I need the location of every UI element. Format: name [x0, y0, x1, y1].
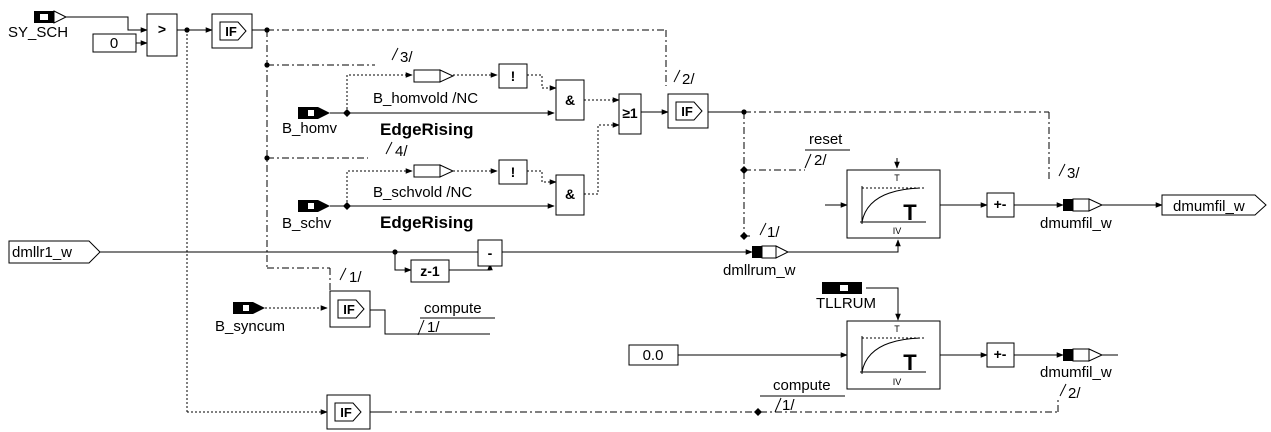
svg-text:!: !	[511, 164, 516, 180]
svg-text:0.0: 0.0	[643, 347, 664, 364]
svg-text:IV: IV	[893, 377, 902, 387]
seq-marker: 2/	[682, 71, 695, 88]
dmllrum-buffer	[752, 245, 790, 259]
sign-block-lower: +-	[986, 342, 1015, 368]
signal-lines	[66, 16, 1163, 415]
not-block-schv: !	[498, 159, 528, 185]
input-label: dmllr1_w	[12, 244, 72, 261]
schvold-buffer	[413, 164, 455, 178]
and-block-homv: &	[555, 79, 585, 121]
if-block-syncum: IF	[329, 290, 371, 328]
svg-text:&: &	[565, 186, 575, 202]
seq-marker: 3/	[400, 49, 413, 66]
if-block-top: IF	[211, 13, 253, 49]
subtract-block: -	[477, 239, 503, 267]
lowpass-filter-upper: T T IV	[846, 169, 941, 239]
dmumfil-buffer-lower	[1063, 348, 1104, 362]
label-b-homvold: B_homvold /NC	[373, 90, 478, 107]
svg-text:IF: IF	[340, 405, 352, 420]
svg-text:≥1: ≥1	[622, 105, 638, 121]
seq-marker: 1/	[782, 397, 795, 414]
svg-text:-: -	[488, 245, 493, 261]
svg-text:IF: IF	[343, 302, 355, 317]
seq-marker: 1/	[767, 224, 780, 241]
svg-text:IF: IF	[225, 24, 237, 39]
svg-text:+-: +-	[994, 346, 1007, 362]
svg-text:T: T	[894, 324, 900, 334]
svg-text:>: >	[158, 21, 166, 37]
input-sy-sch[interactable]: SY_SCH	[8, 10, 68, 41]
signal-labels: B_homvold /NC EdgeRising B_schvold /NC E…	[373, 90, 1112, 394]
label-edge-rising-schv: EdgeRising	[380, 213, 474, 232]
constant-zero: 0	[92, 33, 137, 53]
input-b-schv[interactable]: B_schv	[282, 200, 332, 232]
label-dmllrum-w: dmllrum_w	[723, 262, 796, 279]
not-block-homv: !	[498, 63, 528, 89]
input-label: B_homv	[282, 120, 338, 137]
seq-marker: 2/	[1068, 385, 1081, 402]
dmumfil-buffer-upper	[1063, 198, 1104, 212]
svg-text:T: T	[894, 173, 900, 183]
output-dmumfil-w[interactable]: dmumfil_w	[1161, 194, 1267, 216]
input-label: B_syncum	[215, 318, 285, 335]
seq-marker: 3/	[1067, 165, 1080, 182]
seq-marker: 1/	[427, 319, 440, 336]
junction-dots	[184, 27, 762, 416]
comparator-block: >	[146, 13, 178, 57]
svg-text:IF: IF	[681, 104, 693, 119]
if-block-bottom: IF	[326, 394, 371, 430]
input-label: SY_SCH	[8, 24, 68, 41]
seq-marker: 4/	[395, 143, 408, 160]
seq-marker: 1/	[349, 269, 362, 286]
unit-delay-block: z-1	[410, 259, 450, 283]
homvold-buffer	[413, 69, 455, 83]
svg-text:IV: IV	[893, 226, 902, 236]
label-compute-bottom: compute	[773, 377, 831, 394]
input-b-syncum[interactable]: B_syncum	[215, 302, 285, 335]
if-block-middle: IF	[667, 93, 709, 129]
label-dmumfil-w-lower: dmumfil_w	[1040, 364, 1112, 381]
label-dmumfil-w-upper: dmumfil_w	[1040, 215, 1112, 232]
svg-text:&: &	[565, 92, 575, 108]
sign-block-upper: +-	[986, 192, 1015, 218]
or-block: ≥1	[618, 93, 642, 135]
input-dmllr1-w[interactable]: dmllr1_w	[8, 240, 101, 264]
svg-text:T: T	[903, 350, 917, 375]
svg-text:z-1: z-1	[420, 263, 440, 279]
svg-text:!: !	[511, 68, 516, 84]
and-block-schv: &	[555, 174, 585, 216]
svg-text:T: T	[903, 200, 917, 225]
input-label: TLLRUM	[816, 295, 876, 312]
lowpass-filter-lower: T T IV	[846, 320, 941, 390]
svg-text:+-: +-	[994, 196, 1007, 212]
label-edge-rising-homv: EdgeRising	[380, 120, 474, 139]
output-label: dmumfil_w	[1173, 198, 1245, 215]
input-b-homv[interactable]: B_homv	[282, 107, 338, 137]
label-b-schvold: B_schvold /NC	[373, 184, 472, 201]
svg-text:0: 0	[110, 35, 118, 52]
constant-zero-float: 0.0	[628, 344, 679, 366]
input-label: B_schv	[282, 215, 332, 232]
seq-marker: 2/	[814, 152, 827, 169]
label-compute-mid: compute	[424, 300, 482, 317]
input-tllrum[interactable]: TLLRUM	[816, 282, 876, 312]
sequence-markers: 3/ 2/ 4/ 2/ 3/ 1/ 1/ 1/ 1/ 2/	[339, 47, 1081, 414]
label-reset: reset	[809, 131, 843, 148]
